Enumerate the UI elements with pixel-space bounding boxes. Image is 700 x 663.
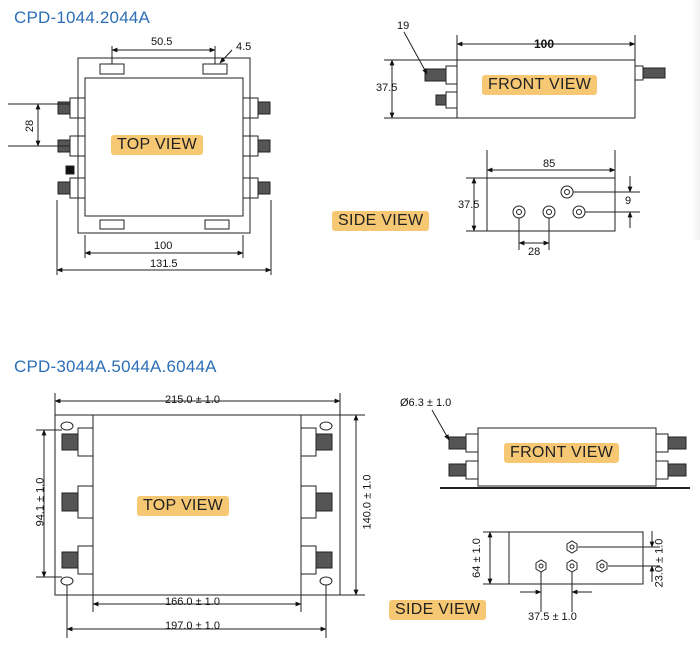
s2-right-terminals [300, 427, 333, 575]
s2-dim-215: 215.0 ± 1.0 [165, 394, 220, 406]
s2-front-view-label: FRONT VIEW [504, 443, 620, 463]
s1-side-view-drawing [466, 150, 640, 250]
s2-dim-side-37-5: 37.5 ± 1.0 [528, 611, 577, 623]
s1-dim-side-37-5: 37.5 [458, 199, 480, 211]
s2-dim-94-1: 94.1 ± 1.0 [34, 477, 47, 527]
s1-top-view-drawing [8, 46, 272, 275]
s2-dim-140: 140.0 ± 1.0 [361, 474, 374, 530]
s1-dim-4-5: 4.5 [236, 41, 252, 53]
s1-top-view-label: TOP VIEW [111, 135, 204, 155]
s1-dim-28: 28 [24, 119, 37, 133]
s2-dim-166: 166.0 ± 1.0 [165, 596, 220, 608]
s1-dim-side-28: 28 [528, 246, 541, 258]
s1-right-terminals [242, 97, 271, 199]
section2-title: CPD-3044A.5044A.6044A [14, 357, 217, 376]
s1-front-view-label: FRONT VIEW [482, 75, 598, 95]
s2-left-terminals [61, 427, 94, 575]
s1-dim-100: 100 [154, 240, 173, 252]
s2-side-view-label: SIDE VIEW [389, 600, 487, 620]
s2-dim-23: 23.0 ± 1.0 [653, 538, 666, 588]
s1-dim-85: 85 [543, 158, 556, 170]
s2-dim-64: 64 ± 1.0 [470, 538, 483, 578]
s2-top-view-label: TOP VIEW [137, 496, 230, 516]
s1-dim-9: 9 [625, 195, 632, 207]
s2-dim-6-3: Ø6.3 ± 1.0 [400, 397, 452, 409]
s2-dim-197: 197.0 ± 1.0 [165, 620, 220, 632]
s1-dim-19: 19 [397, 20, 410, 32]
s1-dim-50-5: 50.5 [151, 36, 173, 48]
s1-dim-front-37-5: 37.5 [376, 82, 398, 94]
right-edge-shadow [692, 0, 700, 240]
s1-side-view-label: SIDE VIEW [332, 211, 430, 231]
s2-side-view-drawing [483, 531, 660, 612]
s1-dim-front-100: 100 [534, 37, 555, 51]
s1-dim-131-5: 131.5 [150, 258, 178, 270]
section1-title: CPD-1044.2044A [14, 8, 151, 27]
